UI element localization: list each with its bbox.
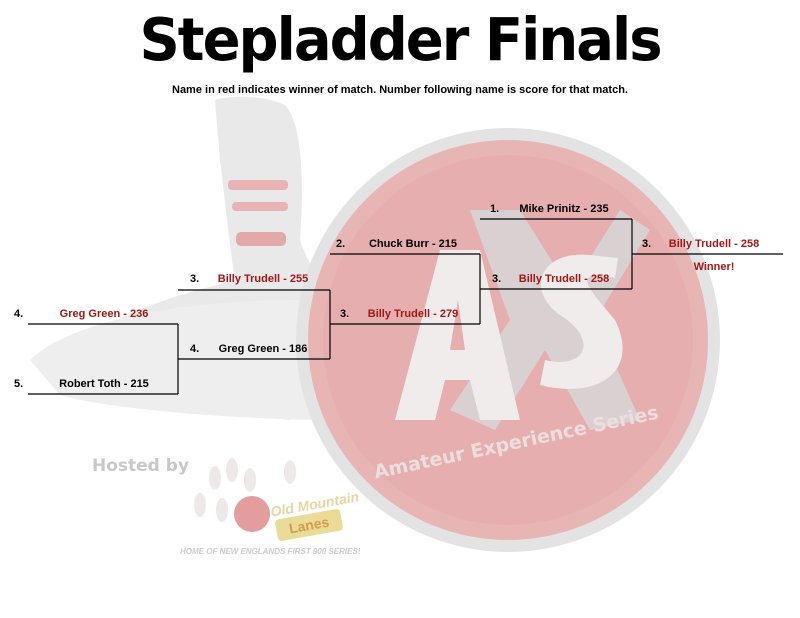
lanes-tagline: HOME OF NEW ENGLANDS FIRST 900 SERIES! xyxy=(180,547,361,556)
seed-champion: 3. xyxy=(642,238,652,250)
seed-m3-bottom: 3. xyxy=(340,308,350,320)
seed-m2-bottom: 4. xyxy=(190,343,200,355)
player-m1-top: Greg Green - 236 xyxy=(59,308,149,320)
bowling-ball xyxy=(234,496,270,532)
pin-stripe-3 xyxy=(236,232,286,246)
seed-m3-top: 2. xyxy=(336,238,346,250)
player-m1-bottom: Robert Toth - 215 xyxy=(59,378,149,390)
winner-label: Winner! xyxy=(693,261,735,273)
player-m3-top: Chuck Burr - 215 xyxy=(368,238,458,250)
player-m3-bottom: Billy Trudell - 279 xyxy=(367,308,459,320)
player-m4-bottom: Billy Trudell - 258 xyxy=(518,273,610,285)
hosted-by-label: Hosted by xyxy=(92,456,190,476)
seed-m4-bottom: 3. xyxy=(492,273,502,285)
page-title: Stepladder Finals xyxy=(139,6,662,75)
player-champion: Billy Trudell - 258 xyxy=(668,238,760,250)
axs-s-letter xyxy=(540,254,623,389)
seed-m2-top: 3. xyxy=(190,273,200,285)
pins-graphic xyxy=(194,458,296,522)
seed-m1-bottom: 5. xyxy=(14,378,24,390)
page-subtitle: Name in red indicates winner of match. N… xyxy=(172,84,628,96)
pin-stripe-1 xyxy=(228,180,288,190)
player-m2-top: Billy Trudell - 255 xyxy=(217,273,309,285)
player-m2-bottom: Greg Green - 186 xyxy=(218,343,308,355)
seed-m1-top: 4. xyxy=(14,308,24,320)
player-m4-top: Mike Prinitz - 235 xyxy=(519,203,609,215)
pin-shadow-lower xyxy=(30,300,330,420)
seed-m4-top: 1. xyxy=(490,203,500,215)
bracket-lines xyxy=(28,218,783,395)
axs-a-counter xyxy=(450,300,465,350)
pin-stripe-2 xyxy=(232,202,288,211)
